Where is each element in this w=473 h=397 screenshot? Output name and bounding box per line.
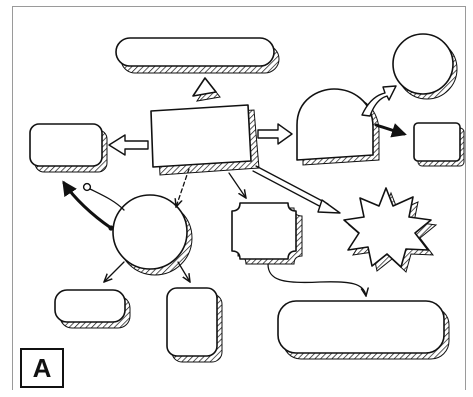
- arrow-to-bottom-left-pill: [104, 261, 125, 282]
- dome-node: [296, 88, 380, 166]
- middle-circle-node: [112, 194, 193, 276]
- hollow-arrow-to-top-circle: [361, 85, 397, 117]
- center-rectangle-node: [150, 104, 260, 176]
- curved-arrow-to-wide-pill: [267, 263, 366, 296]
- left-rounded-rect-node: [29, 123, 108, 173]
- star-node: [343, 187, 438, 273]
- top-pill-node: [115, 37, 280, 74]
- small-triangle-node: [192, 77, 221, 102]
- bottom-right-wide-pill-node: [277, 300, 450, 360]
- double-line-arrow-to-star: [252, 165, 341, 214]
- dashed-arrow-to-circle: [176, 168, 190, 207]
- arrow-to-notched-frame: [228, 172, 246, 198]
- panel-frame: [12, 6, 466, 390]
- hollow-arrow-to-left-rect: [108, 134, 149, 156]
- right-square-node: [413, 122, 465, 167]
- bold-arrow-to-right-square: [374, 123, 407, 138]
- curved-double-arrow-left: [62, 180, 125, 231]
- bottom-left-pill-node: [54, 289, 131, 329]
- notched-frame-node: [231, 202, 303, 265]
- hollow-arrow-to-dome: [257, 123, 293, 145]
- bottom-tall-rect-node: [166, 287, 223, 363]
- arrow-to-bottom-tall-rect: [177, 261, 190, 282]
- panel-label: A: [20, 348, 64, 388]
- top-right-circle-node: [392, 33, 458, 100]
